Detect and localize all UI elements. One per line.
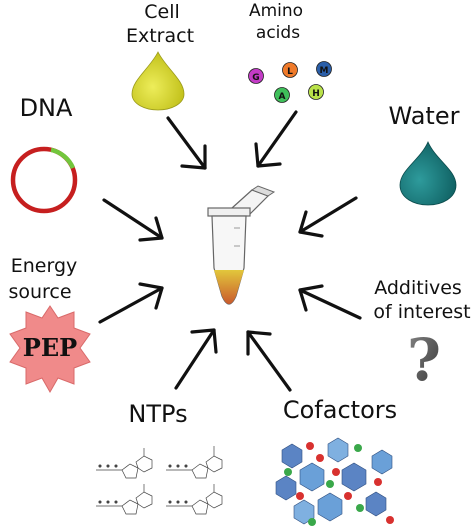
- cofactors-label: Cofactors: [283, 396, 397, 424]
- arrow-from-amino-acids: [254, 110, 298, 168]
- cofactors-group: Cofactors: [275, 396, 397, 526]
- amino-acid-a: A: [274, 87, 290, 103]
- additives-label-line2: of interest: [373, 301, 470, 323]
- arrow-from-additives: [298, 284, 362, 320]
- amino-acid-m: M: [316, 61, 332, 77]
- water-group: Water: [389, 102, 460, 206]
- dna-plasmid-icon: [10, 146, 78, 214]
- amino-acid-g: G: [248, 68, 264, 84]
- arrows: [98, 110, 362, 392]
- ntp-structure-1: [96, 448, 153, 479]
- cell-extract-group: Cell Extract: [126, 1, 194, 111]
- arrow-from-dna: [102, 198, 164, 242]
- additives-label-line1: Additives: [374, 277, 462, 299]
- energy-source-label-line1: Energy: [11, 255, 78, 277]
- arrow-from-cell-extract: [166, 116, 207, 170]
- amino-acid-m-letter: M: [320, 66, 329, 76]
- arrow-from-energy-source: [98, 282, 164, 324]
- amino-acids-label-line1: Amino: [249, 1, 303, 21]
- amino-acid-l: L: [282, 62, 298, 78]
- ntp-structure-2: [166, 446, 223, 479]
- energy-source-label-line2: source: [8, 281, 71, 303]
- amino-acid-g-letter: G: [252, 73, 259, 83]
- ntp-structure-3: [96, 484, 153, 515]
- energy-source-group: Energy source PEP: [8, 255, 91, 394]
- reaction-tube-icon: [207, 185, 276, 305]
- cell-extract-label-line2: Extract: [126, 25, 194, 47]
- pep-label: PEP: [23, 333, 77, 362]
- water-drop-icon: [399, 141, 457, 206]
- cofactor-molecules-icon: [275, 437, 394, 526]
- arrow-from-cofactors: [246, 330, 292, 392]
- amino-acids-group: Amino acids G L M A H: [248, 1, 332, 103]
- cell-extract-drop-icon: [131, 51, 185, 111]
- amino-acid-a-letter: A: [279, 92, 286, 102]
- amino-acid-h-letter: H: [312, 89, 320, 99]
- dna-insert-segment: [50, 147, 76, 169]
- pep-star-icon: [9, 305, 91, 394]
- ntps-label: NTPs: [128, 400, 187, 428]
- arrow-from-ntps: [174, 328, 218, 390]
- question-mark-icon: ?: [407, 326, 441, 394]
- amino-acid-l-letter: L: [287, 67, 293, 77]
- amino-acid-h: H: [308, 84, 324, 100]
- ntps-group: NTPs: [96, 400, 223, 515]
- ntp-structure-4: [166, 484, 223, 515]
- arrow-from-water: [298, 196, 358, 238]
- amino-acids-label-line2: acids: [256, 23, 300, 43]
- cell-extract-label-line1: Cell: [144, 1, 180, 23]
- dna-label: DNA: [20, 94, 73, 122]
- additives-group: Additives of interest ?: [373, 277, 470, 394]
- ntp-structures-icon: [96, 446, 223, 515]
- dna-group: DNA: [10, 94, 78, 214]
- water-label: Water: [389, 102, 460, 130]
